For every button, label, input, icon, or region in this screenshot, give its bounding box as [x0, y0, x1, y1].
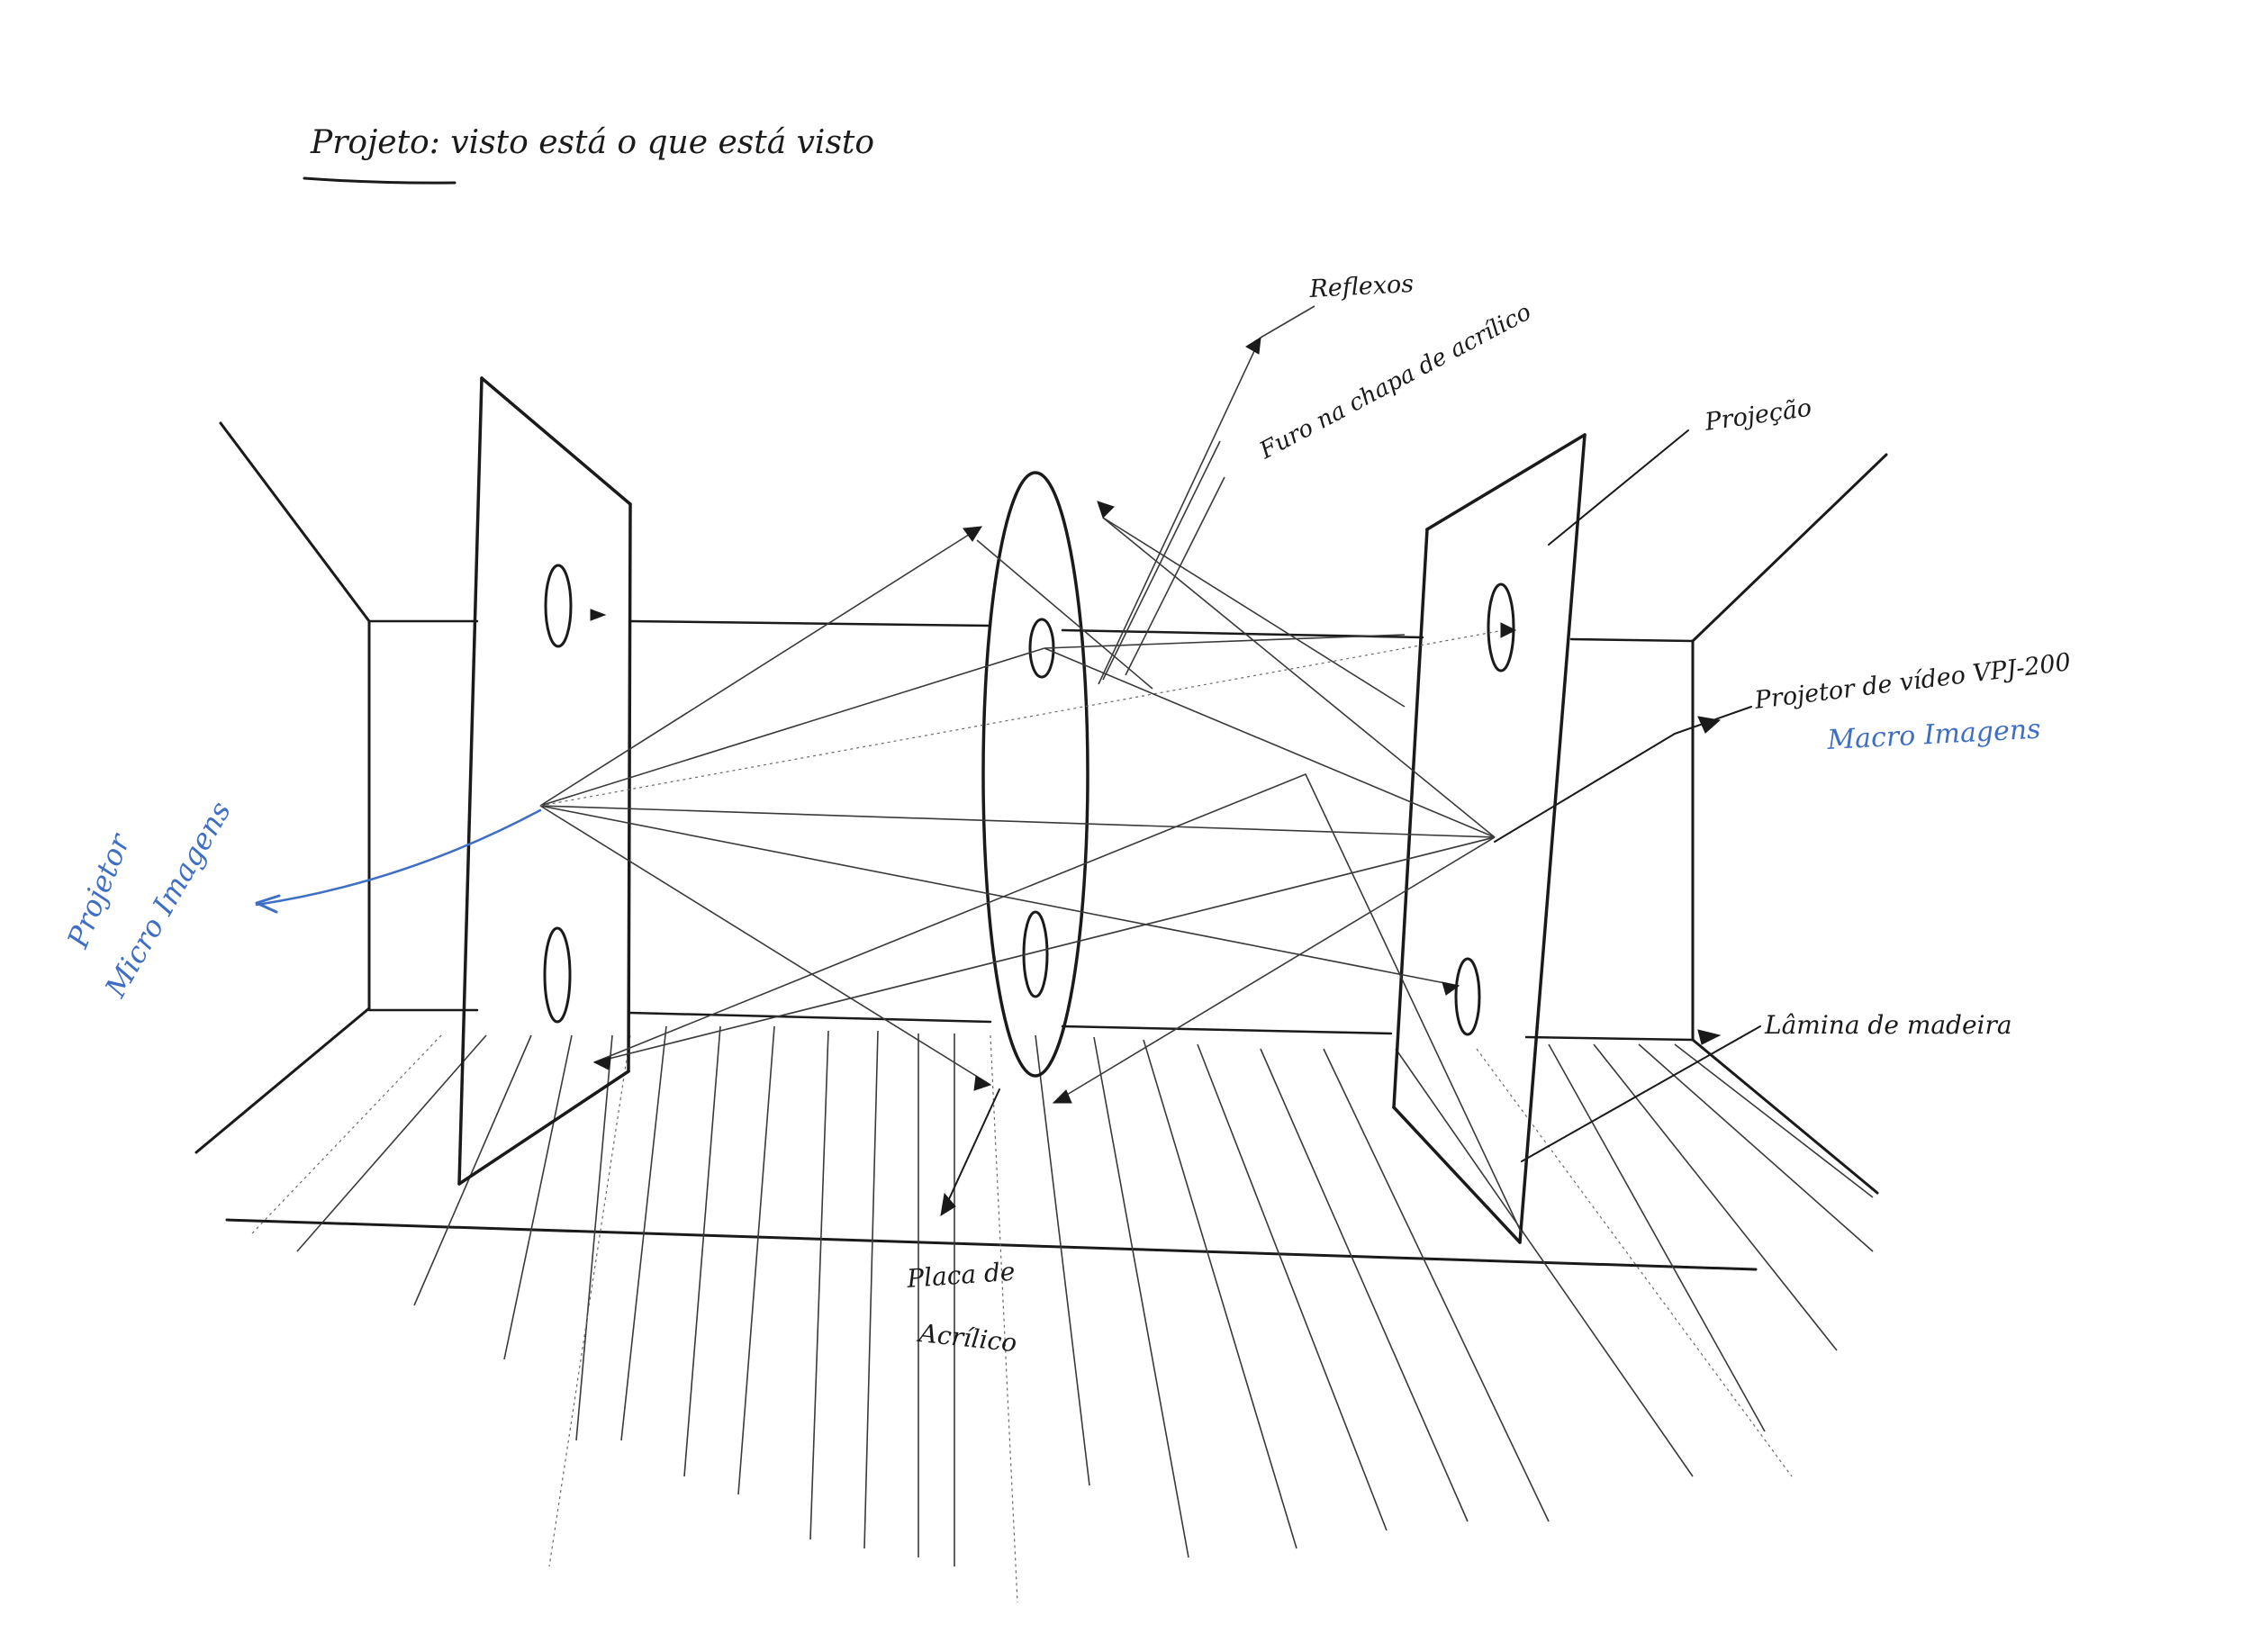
light-rays	[539, 337, 1523, 1234]
leader-lines	[943, 305, 1761, 1212]
label-macro-imagens: Macro Imagens	[1826, 714, 2042, 756]
acrylic-disc	[981, 471, 1089, 1078]
label-reflexos: Reflexos	[1308, 270, 1415, 303]
label-projetor-video: Projetor de vídeo VPJ-200	[1752, 648, 2072, 715]
label-placa-2: Acrílico	[915, 1318, 1018, 1358]
label-furo: Furo na chapa de acrílico	[1254, 299, 1535, 465]
arrowheads	[590, 337, 1722, 1217]
left-panel	[457, 376, 632, 1186]
label-lamina: Lâmina de madeira	[1764, 1010, 2012, 1040]
right-panel	[1392, 433, 1587, 1244]
label-projecao: Projeção	[1703, 394, 1813, 437]
right-panel-hole-top	[1487, 582, 1515, 673]
title-text: Projeto: visto está o que está visto	[310, 124, 874, 161]
floor-lines	[251, 1025, 1874, 1603]
blue-annotation	[255, 808, 542, 914]
room-structure	[194, 421, 1888, 1271]
label-projetor-micro-1: Projetor	[60, 827, 138, 952]
title-underline	[303, 176, 457, 185]
left-panel-hole-bottom	[543, 926, 572, 1024]
left-panel-hole-top	[544, 564, 573, 648]
label-projetor-micro-2: Micro Imagens	[98, 796, 238, 1004]
label-placa-1: Placa de	[905, 1257, 1016, 1294]
right-panel-hole-bottom	[1454, 957, 1481, 1036]
